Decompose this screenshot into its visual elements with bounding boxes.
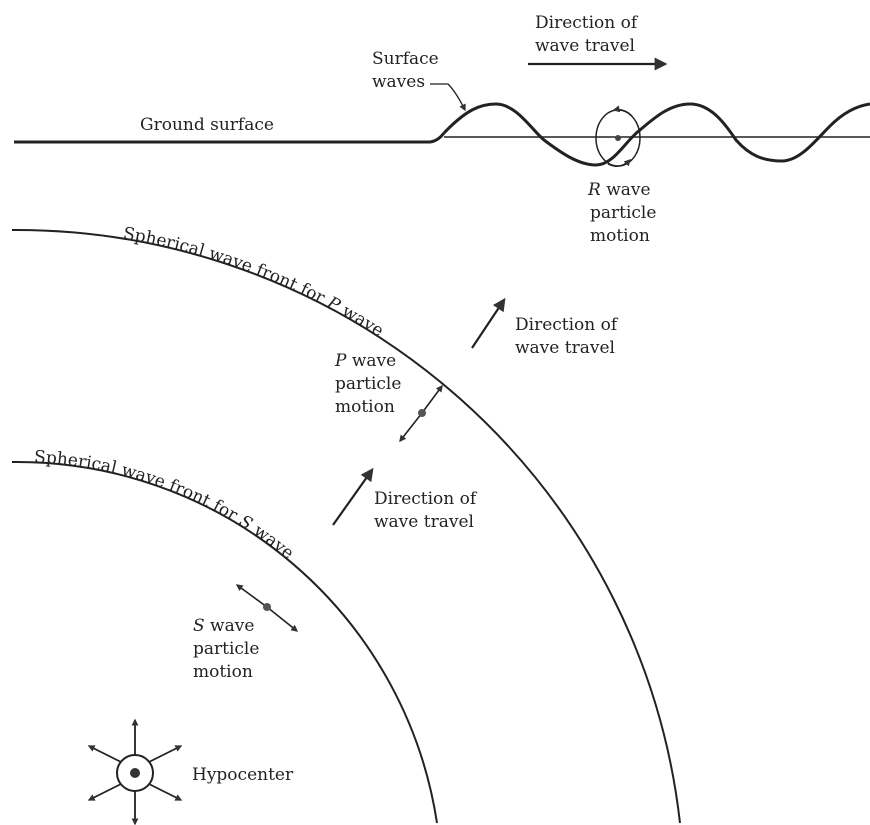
p-particle-motion-arrow	[399, 412, 423, 443]
p-particle-motion-arrow-2	[421, 384, 443, 414]
s-particle-label-line3: motion	[193, 662, 253, 682]
r-wave-label-line2: particle	[590, 203, 656, 223]
top-direction-label-line2: wave travel	[535, 36, 635, 56]
r-wave-particle-dot	[615, 135, 621, 141]
surface-waves-label-line1: Surface	[372, 49, 439, 69]
p-direction-label-line1: Direction of	[515, 315, 619, 335]
r-wave-label-line3: motion	[590, 226, 650, 246]
ground-surface-line	[14, 132, 446, 144]
surface-waves-leader	[430, 83, 466, 112]
s-particle-label-line1: S wave	[193, 616, 254, 636]
surface-wave-curve	[442, 102, 870, 167]
p-wave-front-label: Spherical wave front for P wave	[122, 224, 387, 342]
p-particle-label-line2: particle	[335, 374, 401, 394]
s-wave-front-label: Spherical wave front for S wave	[34, 447, 298, 563]
p-direction-label-line2: wave travel	[515, 338, 615, 358]
s-particle-dot	[263, 603, 271, 611]
p-particle-label-line3: motion	[335, 397, 395, 417]
top-direction-label-line1: Direction of	[535, 13, 639, 33]
s-direction-label-line2: wave travel	[374, 512, 474, 532]
hypocenter-symbol	[87, 718, 183, 825]
p-particle-label-line1: P wave	[334, 351, 396, 371]
s-particle-motion-arrow	[235, 584, 268, 608]
r-wave-orbit-arrow-top	[612, 105, 633, 117]
r-wave-orbit-arrow-bottom	[607, 159, 631, 167]
hypocenter-label: Hypocenter	[192, 765, 294, 785]
p-particle-dot	[418, 409, 426, 417]
s-direction-arrow	[332, 467, 374, 526]
s-particle-label-line2: particle	[193, 639, 259, 659]
r-wave-label-line1: R wave	[587, 180, 651, 200]
p-direction-arrow	[471, 297, 506, 349]
s-direction-label-line1: Direction of	[374, 489, 478, 509]
ground-surface-label: Ground surface	[140, 115, 274, 135]
surface-waves-label-line2: waves	[372, 72, 425, 92]
s-particle-motion-arrow-2	[266, 606, 299, 632]
